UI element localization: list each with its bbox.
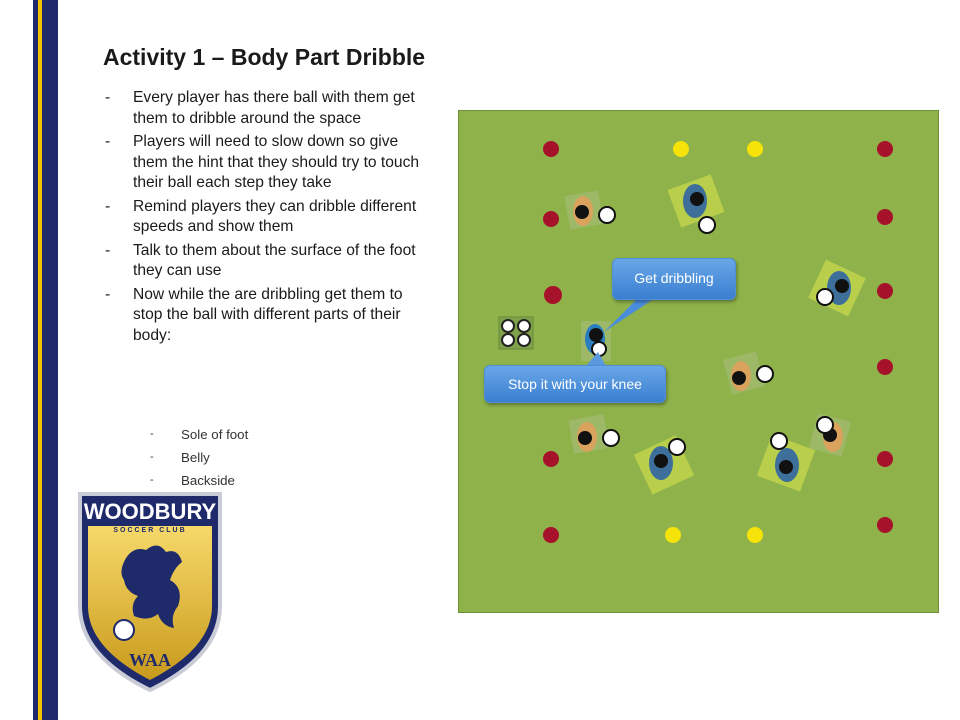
ball-icon [816,288,834,306]
slide-title: Activity 1 – Body Part Dribble [103,44,426,70]
bullet-item: Remind players they can dribble differen… [105,197,435,238]
left-border-stripe-navy [33,0,38,720]
sub-bullet-item: Belly [150,446,248,469]
player-orange-2 [722,351,774,395]
training-pitch-diagram [458,110,939,613]
ball-icon [668,438,686,456]
ball-icon [602,429,620,447]
callout-get-dribbling: Get dribbling [612,258,736,300]
red-cone-icon [877,209,893,225]
red-cone-icon [877,359,893,375]
red-cone-icon [877,283,893,299]
red-cones [543,141,893,543]
red-cone-icon [543,527,559,543]
crest-ball-icon [113,619,135,641]
yellow-cone-icon [673,141,689,157]
red-cone-icon [543,211,559,227]
bullet-item: Players will need to slow down so give t… [105,132,435,194]
player-orange-1 [564,190,616,230]
sub-bullet-item: Backside [150,469,248,492]
player-focus [581,321,611,361]
red-cone-icon [877,451,893,467]
ball-icon [698,216,716,234]
red-cone-icon [543,141,559,157]
red-cone-icon [544,286,562,304]
ball-bag-icon [498,316,534,350]
bullet-item: Talk to them about the surface of the fo… [105,241,435,282]
callout-stop-knee: Stop it with your knee [484,365,666,403]
left-border-stripe-gold [38,0,42,720]
yellow-cone-icon [665,527,681,543]
red-cone-icon [877,141,893,157]
player-blue-1 [667,174,725,234]
red-cone-icon [877,517,893,533]
player-blue-2 [808,259,866,317]
ball-icon [770,432,788,450]
sub-bullet-item: Sole of foot [150,423,248,446]
ball-icon [756,365,774,383]
ball-icon [591,341,607,357]
ball-icon [816,416,834,434]
red-cone-icon [543,451,559,467]
yellow-cone-icon [747,141,763,157]
bullet-list: Every player has there ball with them ge… [105,88,435,349]
crest-name-text: WOODBURY [84,499,217,524]
griffin-emblem [121,545,182,628]
pitch-drawing [498,141,893,543]
bullet-item: Every player has there ball with them ge… [105,88,435,129]
club-crest-logo: WOODBURY SOCCER CLUB WAA [78,492,222,693]
crest-initials-text: WAA [129,650,171,670]
bullet-item: Now while the are dribbling get them to … [105,285,435,347]
player-blue-4 [756,432,816,492]
crest-subtitle-text: SOCCER CLUB [113,527,186,534]
yellow-cone-icon [747,527,763,543]
ball-icon [598,206,616,224]
yellow-cones [665,141,763,543]
player-orange-3 [568,414,620,454]
left-border-stripe-navy-wide [42,0,58,720]
player-orange-4 [808,413,852,457]
player-blue-3 [633,435,695,495]
